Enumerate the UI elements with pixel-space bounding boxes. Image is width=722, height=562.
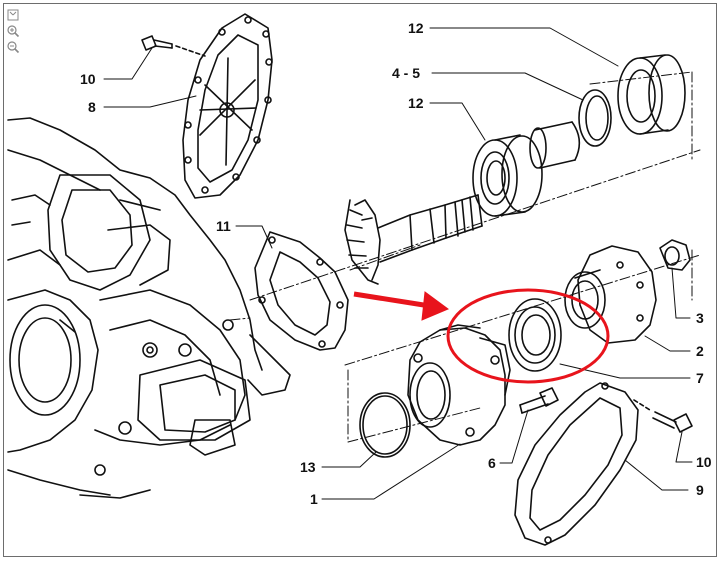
part-10-bolt-right: [633, 399, 693, 433]
callout-3: 3: [696, 310, 704, 326]
part-3-nut: [659, 239, 691, 271]
callout-13: 13: [300, 459, 316, 475]
part-12-bearing-top: [617, 54, 686, 135]
callout-11: 11: [216, 218, 231, 234]
spacer-sleeve: [529, 121, 581, 169]
callout-10-top: 10: [80, 71, 96, 87]
callout-10-right: 10: [696, 454, 712, 470]
callout-12-middle: 12: [408, 95, 424, 111]
part-10-bolt-top: [141, 35, 206, 57]
callout-9: 9: [696, 482, 704, 498]
callout-4-5: 4 - 5: [392, 65, 420, 81]
transmission-housing: [7, 117, 291, 499]
assembly-axis-lines: [229, 71, 701, 443]
viewer-toolbar: [6, 8, 22, 54]
callout-12-top: 12: [408, 20, 424, 36]
zoom-out-icon: [7, 41, 20, 54]
part-9-cover: [514, 382, 639, 546]
pinion-gear-shaft: [344, 194, 483, 285]
part-4-5-ring: [578, 89, 612, 147]
highlight-annotation: [353, 288, 610, 384]
part-2-flange: [564, 245, 657, 344]
part-6-bolt: [519, 387, 559, 414]
part-1-housing: [407, 324, 511, 446]
part-7-seal-ring: [508, 298, 562, 372]
highlight-arrow: [353, 291, 431, 309]
callout-2: 2: [696, 343, 704, 359]
part-12-bearing-middle: [472, 134, 543, 217]
callout-1: 1: [310, 491, 318, 507]
callout-labels: 10 8 12 4 - 5 12 11 3 2 7 6 10 13 1 9: [80, 20, 712, 507]
leader-lines: [103, 27, 693, 500]
part-13-o-ring: [359, 392, 411, 458]
callout-8: 8: [88, 99, 96, 115]
part-11-gasket: [254, 231, 349, 351]
fit-to-window-icon: [7, 9, 19, 21]
fit-to-window-button[interactable]: [6, 8, 20, 22]
part-8-cover: [182, 13, 273, 199]
zoom-out-button[interactable]: [6, 40, 20, 54]
highlight-circle: [446, 288, 610, 384]
zoom-in-icon: [7, 25, 20, 38]
callout-7: 7: [696, 370, 704, 386]
callout-6: 6: [488, 455, 496, 471]
zoom-in-button[interactable]: [6, 24, 20, 38]
